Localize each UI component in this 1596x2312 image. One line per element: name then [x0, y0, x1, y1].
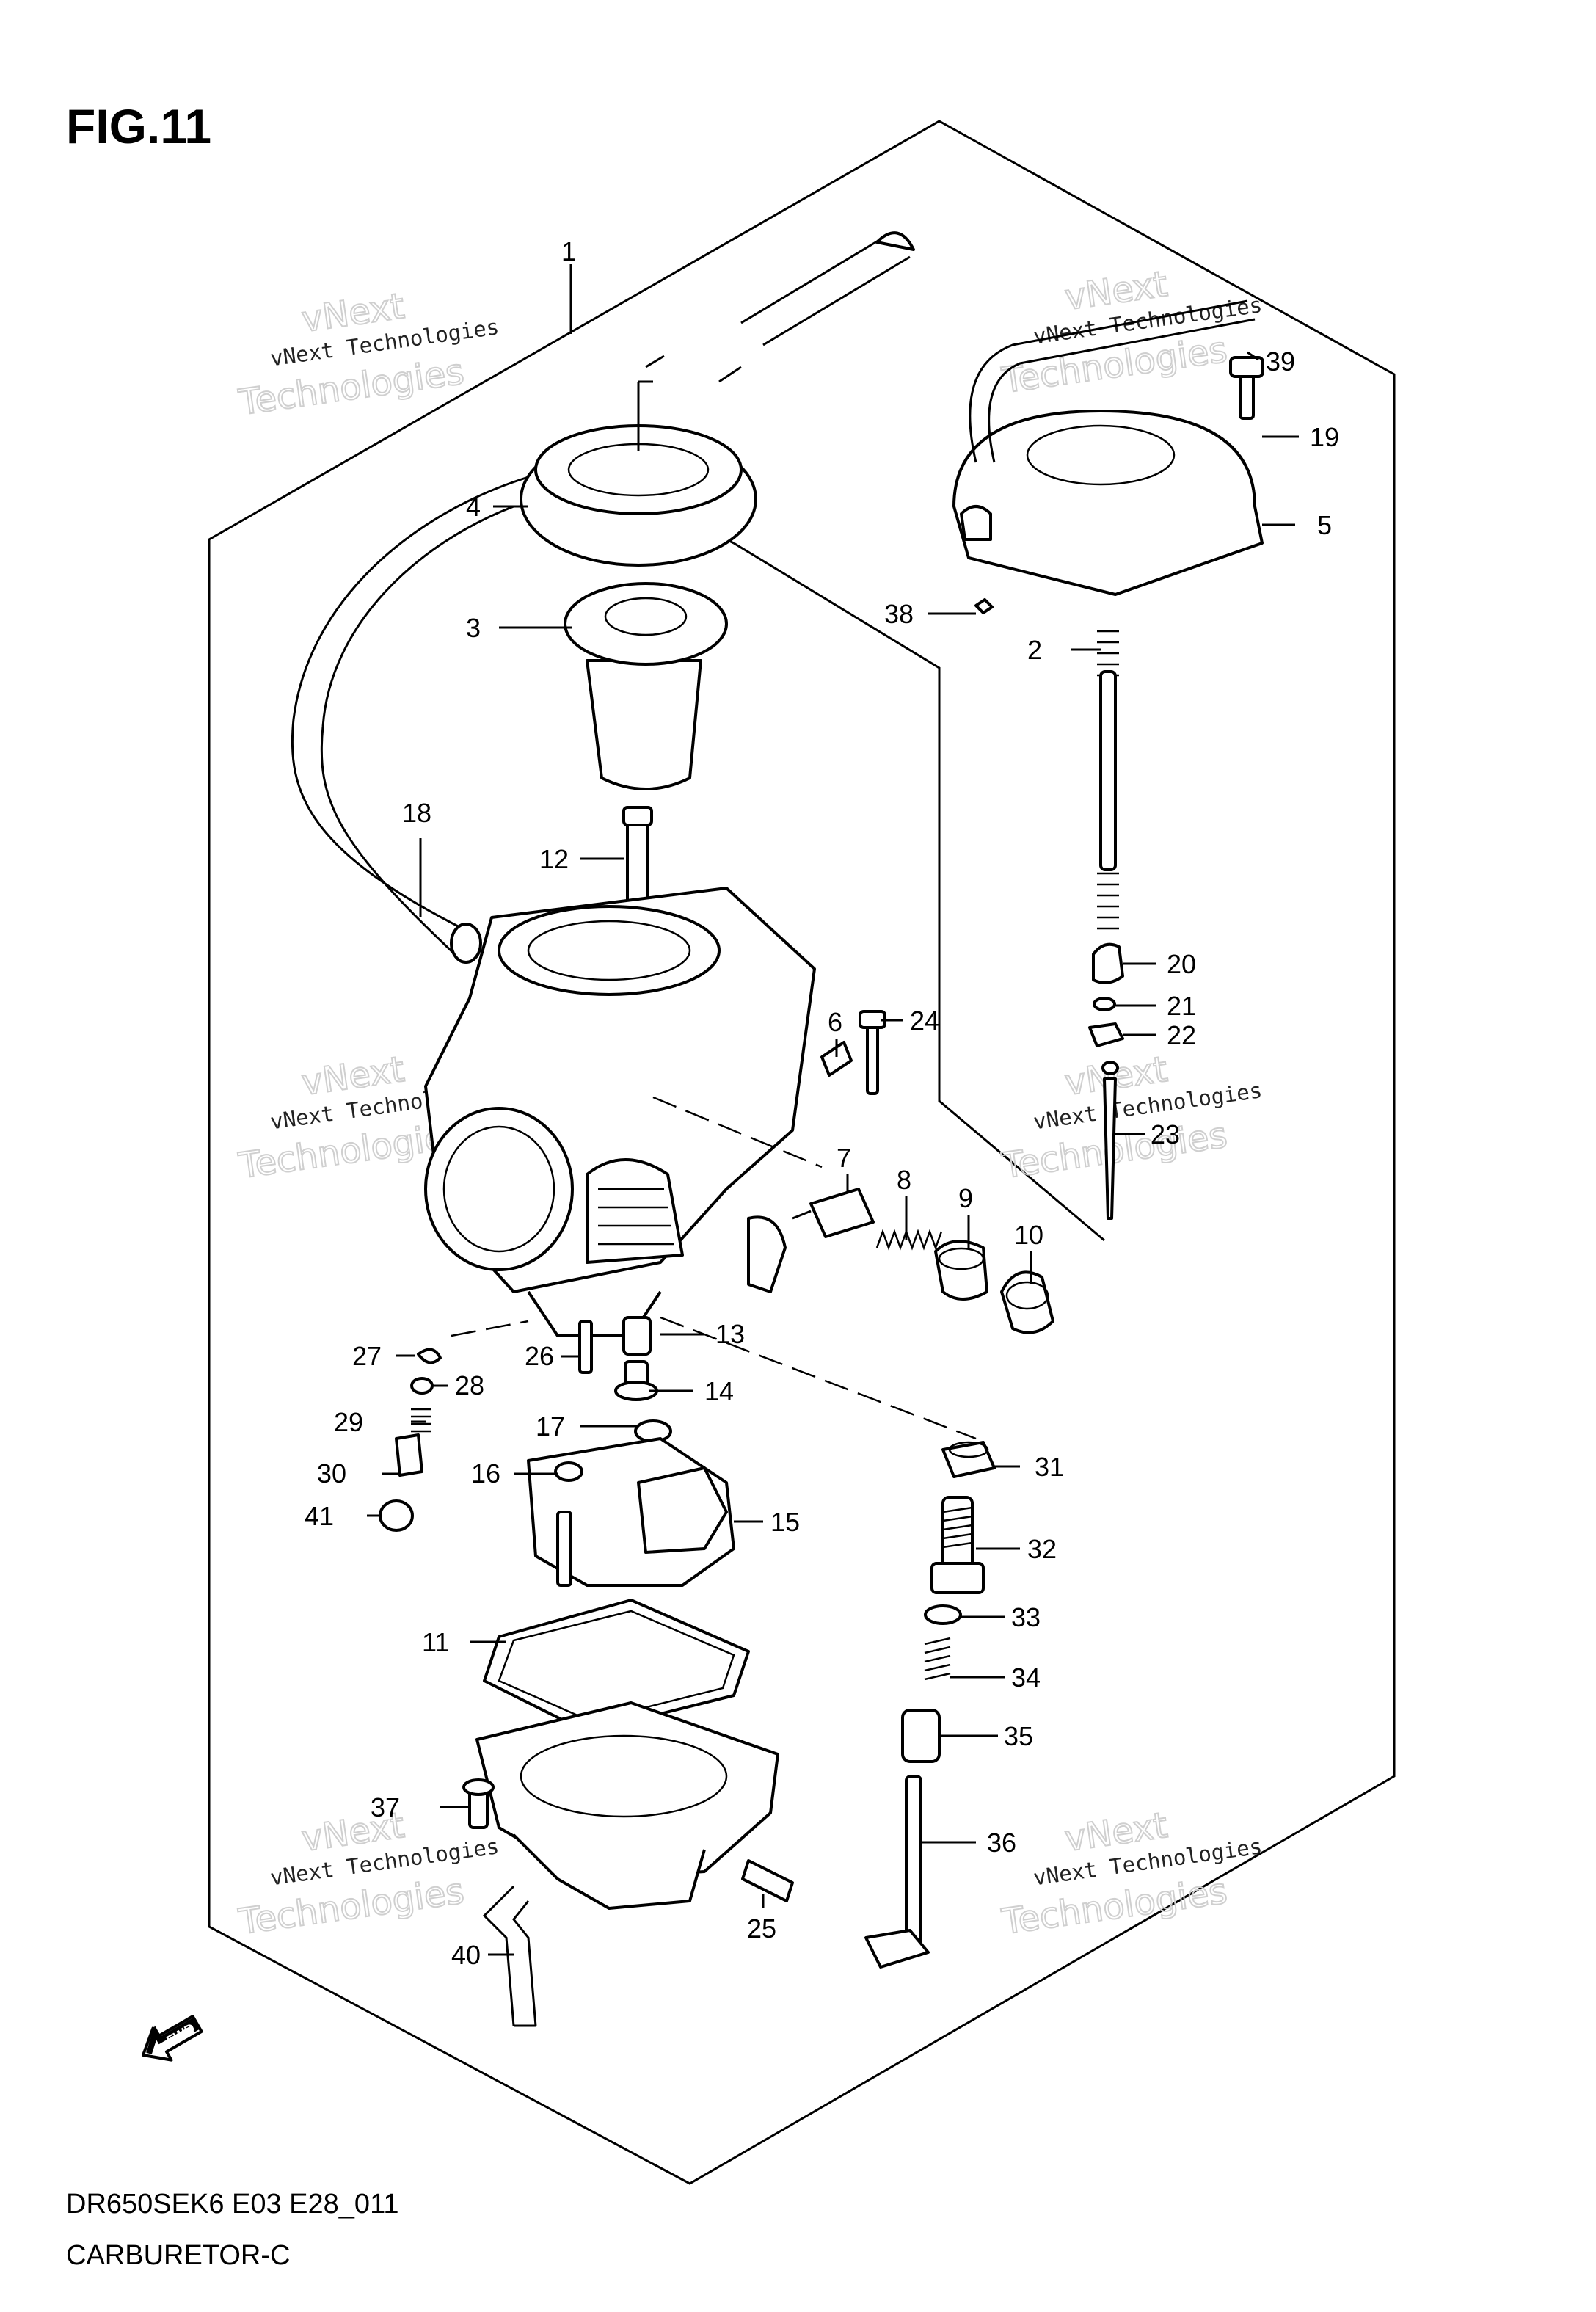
callout-3: 3 [466, 613, 481, 643]
needle [1101, 1061, 1119, 1220]
needle-valve [554, 1461, 583, 1482]
sleeve-spring [924, 1637, 951, 1681]
callout-29: 29 [334, 1407, 363, 1437]
callout-17: 17 [536, 1411, 565, 1442]
adjuster-nut [941, 1441, 996, 1478]
callout-32: 32 [1027, 1534, 1057, 1564]
spring [875, 1229, 943, 1251]
overflow-hose-end [450, 923, 482, 964]
diaphragm [520, 424, 757, 567]
overflow-hose-inner [320, 505, 514, 959]
callout-1: 1 [561, 236, 576, 266]
callout-9: 9 [958, 1183, 973, 1213]
long-screw [864, 1775, 930, 1969]
guide-rod [1099, 670, 1117, 871]
overflow-hose [291, 476, 529, 934]
return-spring [1097, 630, 1119, 677]
callout-8: 8 [897, 1165, 911, 1195]
callout-27: 27 [352, 1341, 382, 1371]
bushing [901, 1709, 941, 1763]
assembly-frame [208, 120, 1396, 2185]
leader-line [792, 1210, 812, 1220]
callout-15: 15 [770, 1507, 800, 1537]
float-chamber [475, 1701, 779, 1910]
callout-12: 12 [539, 844, 569, 874]
callout-41: 41 [305, 1501, 334, 1531]
callout-26: 26 [525, 1341, 554, 1371]
callout-40: 40 [451, 1940, 481, 1970]
alignment-line [660, 1316, 977, 1440]
callout-31: 31 [1035, 1452, 1064, 1482]
chamber-screw [741, 1859, 794, 1902]
callout-36: 36 [987, 1828, 1016, 1858]
breather-hose [969, 299, 1256, 463]
callout-18: 18 [402, 798, 431, 828]
callout-21: 21 [1167, 991, 1196, 1021]
vent-hose-end [875, 231, 915, 251]
callout-34: 34 [1011, 1662, 1041, 1693]
clip [974, 598, 994, 614]
carburetor-body [424, 887, 816, 1337]
cover-screw [1229, 356, 1264, 420]
washer-small [410, 1377, 434, 1395]
alignment-line [652, 1096, 823, 1168]
callout-24: 24 [910, 1006, 939, 1036]
cap [1000, 1270, 1054, 1334]
float [527, 1437, 735, 1587]
callout-19: 19 [1310, 422, 1339, 452]
callout-35: 35 [1004, 1721, 1033, 1751]
callout-11: 11 [422, 1627, 449, 1657]
adjuster [934, 1240, 988, 1301]
callout-33: 33 [1011, 1602, 1041, 1632]
vent-hose [645, 233, 911, 383]
threaded-sleeve [930, 1496, 985, 1594]
gasket-inner [498, 1610, 735, 1723]
lower-spring [1097, 872, 1119, 930]
callout-20: 20 [1167, 949, 1196, 979]
sleeve-o-ring [924, 1604, 962, 1625]
callout-labels: 1 2 3 4 5 6 7 8 9 10 11 12 13 14 15 16 1… [305, 236, 1339, 1970]
piston-valve [564, 582, 728, 790]
figure-title: FIG.11 [66, 99, 211, 153]
fwd-arrow-icon: FWD [142, 2015, 203, 2062]
pilot-jet [578, 1320, 593, 1374]
needle-jet-holder [622, 1316, 652, 1356]
callout-25: 25 [747, 1913, 776, 1944]
callout-16: 16 [471, 1458, 500, 1488]
callout-30: 30 [317, 1458, 346, 1488]
plug [379, 1499, 414, 1532]
pilot-screw [395, 1433, 423, 1477]
callout-14: 14 [704, 1376, 734, 1406]
clip-ring [1093, 997, 1116, 1011]
callout-22: 22 [1167, 1020, 1196, 1050]
washer [1092, 942, 1124, 984]
callout-7: 7 [837, 1143, 851, 1173]
callout-5: 5 [1317, 510, 1332, 540]
main-jet [614, 1360, 658, 1401]
spring-small [411, 1408, 431, 1433]
sub-assembly-frame [733, 542, 1105, 1242]
diagram-caption: CARBURETOR-C [66, 2240, 290, 2271]
screw [859, 1010, 886, 1095]
nut [1088, 1022, 1124, 1047]
callout-37: 37 [371, 1792, 400, 1822]
callout-2: 2 [1027, 635, 1042, 665]
drain-screw [462, 1778, 495, 1829]
o-ring-small [417, 1348, 442, 1364]
callout-4: 4 [466, 492, 481, 522]
callout-28: 28 [455, 1370, 484, 1400]
alignment-line [451, 1320, 529, 1337]
callout-23: 23 [1151, 1119, 1180, 1149]
chamber-cover [952, 410, 1264, 596]
callout-6: 6 [828, 1007, 842, 1037]
drain-hose [482, 1885, 537, 2026]
callout-39: 39 [1266, 346, 1295, 377]
callout-38: 38 [884, 599, 914, 629]
model-code: DR650SEK6 E03 E28_011 [66, 2189, 399, 2220]
leader-lines [367, 264, 1299, 1956]
callout-10: 10 [1014, 1220, 1043, 1250]
throttle-stop-screw [809, 1188, 875, 1238]
callout-13: 13 [715, 1319, 745, 1349]
